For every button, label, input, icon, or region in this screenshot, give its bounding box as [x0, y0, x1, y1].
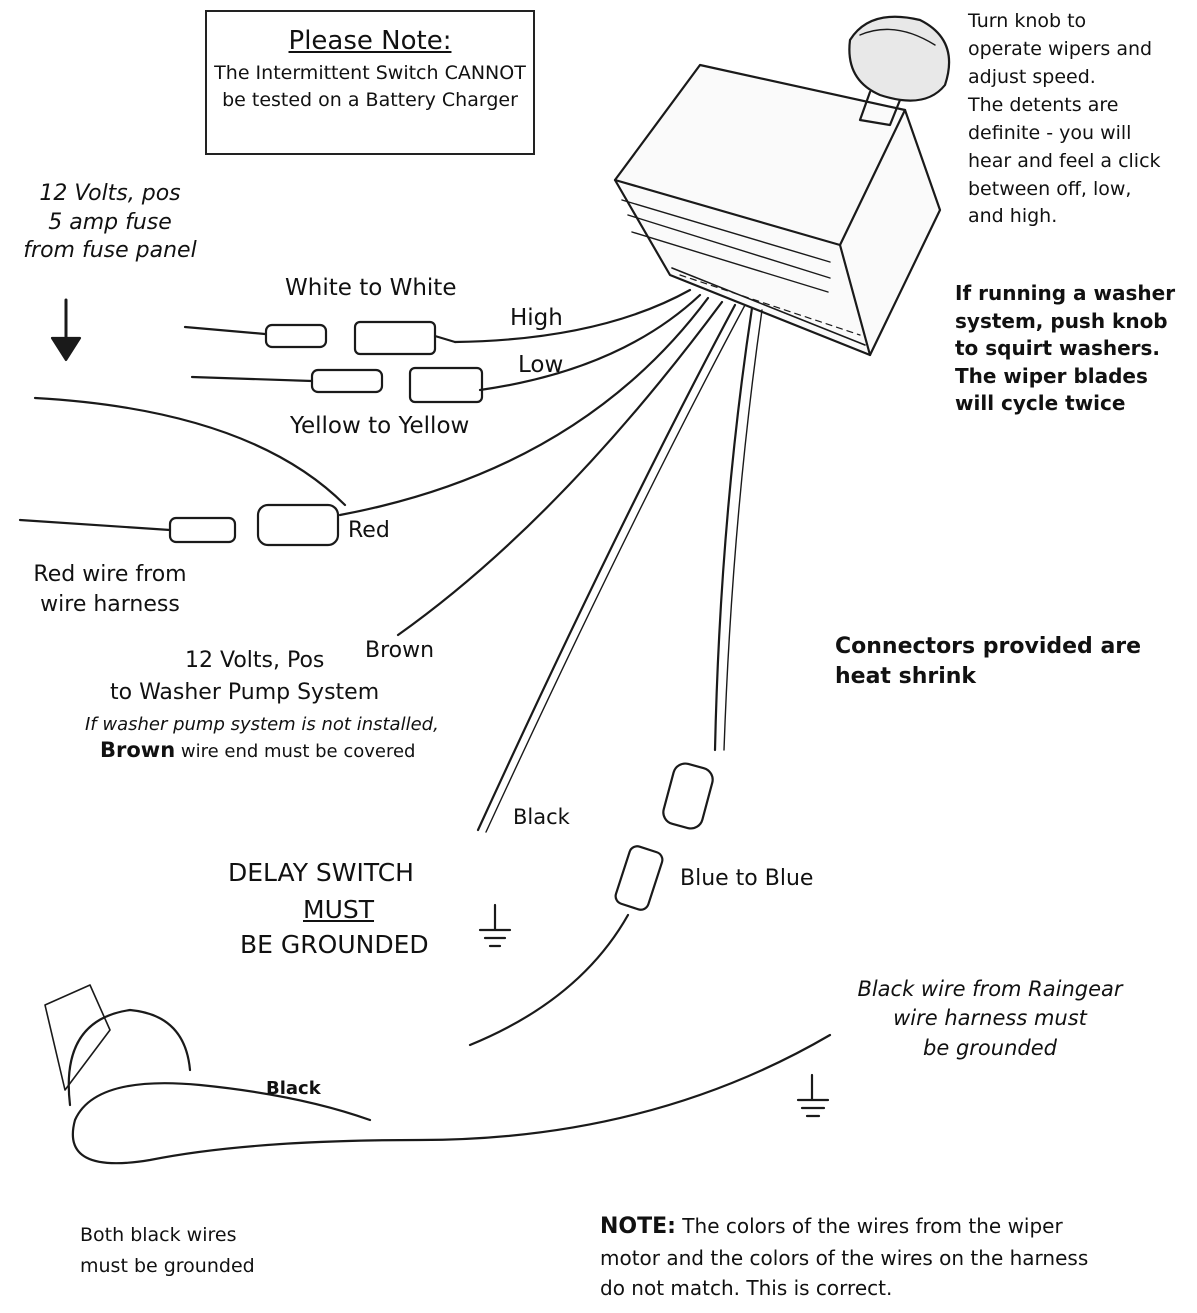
washer-instructions: If running a washer system, push knob to…: [955, 281, 1176, 416]
final-note-text: The colors of the wires from the wiper m…: [600, 1214, 1089, 1300]
delay-switch-body: [613, 63, 942, 357]
brown-cover-text: wire end must be covered: [175, 741, 416, 762]
brown-word: Brown: [100, 738, 176, 762]
blue-connector-male: [614, 845, 664, 911]
white-to-white-label: White to White: [285, 275, 457, 301]
delay-switch-line2: MUST: [303, 895, 375, 924]
red-wire-from-switch: [338, 296, 710, 517]
please-note-title: Please Note:: [288, 26, 452, 56]
blue-to-blue-label: Blue to Blue: [680, 866, 814, 891]
delay-switch-line3: BE GROUNDED: [240, 930, 429, 959]
please-note-box: Please Note: The Intermittent Switch CAN…: [205, 10, 535, 155]
knob-instructions: Turn knob to operate wipers and adjust s…: [968, 10, 1161, 228]
black-lower-label: Black: [266, 1078, 321, 1099]
washer-pump-line1: 12 Volts, Pos: [185, 648, 325, 673]
final-note-prefix: NOTE:: [600, 1214, 676, 1239]
red-harness-wire: [18, 518, 172, 532]
blue-wire: [713, 306, 754, 752]
down-arrow-icon: [50, 298, 82, 362]
washer-pump-line2: to Washer Pump System: [110, 680, 380, 705]
blue-wire-out: [468, 913, 630, 1047]
connectors-label: Connectors provided are heat shrink: [835, 634, 1142, 689]
low-wire: [478, 293, 702, 392]
red-label: Red: [348, 518, 390, 543]
washer-pump-note: If washer pump system is not installed,: [85, 714, 439, 735]
low-label: Low: [518, 352, 564, 378]
ground-symbol-raingear: [796, 1073, 830, 1118]
brown-label: Brown: [365, 638, 435, 663]
red-connector-male: [168, 516, 237, 544]
both-black-label: Both black wires must be grounded: [80, 1224, 255, 1278]
switch-knob: [848, 15, 951, 127]
fuse-source-label: 12 Volts, pos 5 amp fuse from fuse panel: [23, 181, 197, 264]
final-note: NOTE: The colors of the wires from the w…: [600, 1210, 1088, 1303]
ground-symbol-delay: [478, 903, 512, 948]
blue-connector-female: [662, 762, 714, 830]
brown-wire: [396, 300, 724, 637]
delay-switch-line1: DELAY SWITCH: [228, 858, 414, 887]
black-wire-upper: [476, 303, 737, 832]
yellow-connector-female: [408, 366, 484, 404]
brown-cover-note: Brown wire end must be covered: [100, 738, 415, 763]
red-wire-harness-label: Red wire from wire harness: [33, 562, 187, 617]
black-upper-label: Black: [513, 805, 570, 829]
red-connector-female: [256, 503, 340, 547]
yellow-wire-in: [190, 375, 314, 383]
fuse-feed-wire: [33, 396, 347, 507]
yellow-to-yellow-label: Yellow to Yellow: [290, 413, 470, 439]
high-label: High: [510, 305, 563, 331]
yellow-connector-male: [310, 368, 384, 394]
black-wire-lower: [67, 1008, 832, 1165]
raingear-black-label: Black wire from Raingear wire harness mu…: [857, 977, 1123, 1060]
high-wire: [453, 288, 692, 344]
white-connector-male: [264, 323, 328, 349]
please-note-body: The Intermittent Switch CANNOT be tested…: [214, 62, 526, 111]
white-connector-female: [353, 320, 437, 356]
white-wire-in: [183, 325, 267, 336]
